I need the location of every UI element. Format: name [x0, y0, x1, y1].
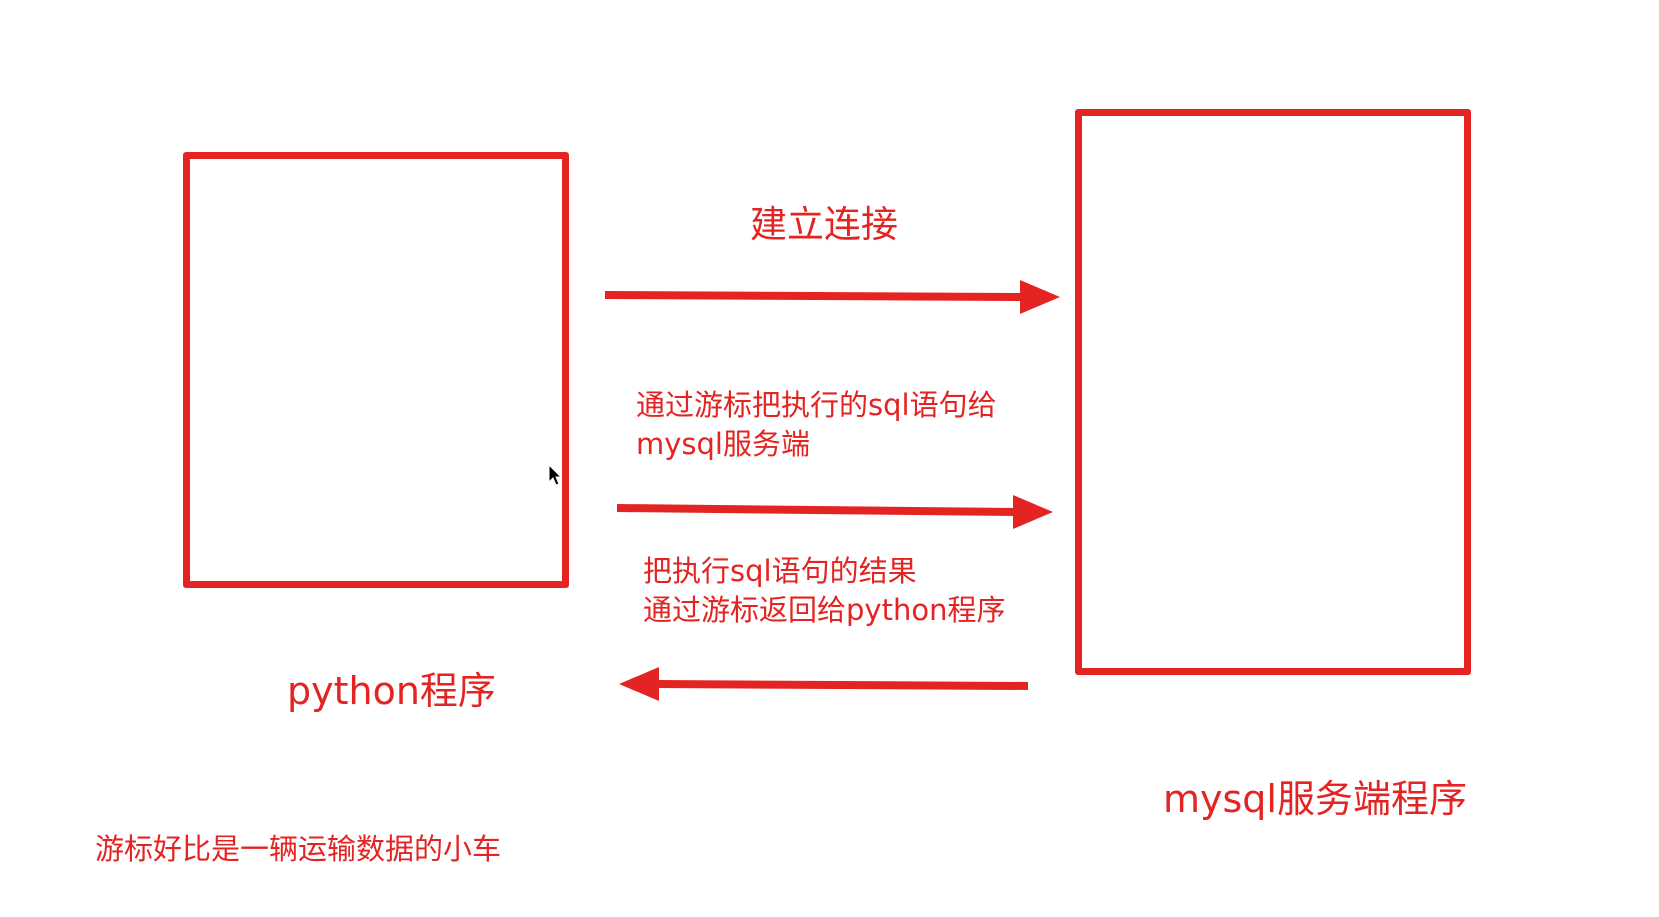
edge-label-connect: 建立连接	[750, 202, 898, 248]
cursor-analogy-note: 游标好比是一辆运输数据的小车	[95, 832, 502, 866]
edge-label-send-sql-line-1: 通过游标把执行的sql语句给	[636, 388, 997, 422]
mysql-server-box	[1075, 109, 1471, 675]
edge-label-return-result-line-1: 把执行sql语句的结果	[643, 554, 917, 588]
arrow-send-sql	[616, 495, 1053, 529]
edge-label-return-result-line-2: 通过游标返回给python程序	[643, 593, 1006, 627]
arrow-connect	[604, 280, 1060, 314]
python-program-label: python程序	[287, 669, 496, 713]
edge-label-send-sql-line-2: mysql服务端	[636, 427, 810, 461]
arrow-return-result	[619, 667, 1029, 701]
python-program-box	[183, 152, 569, 588]
edge-label-connect-line-1: 建立连接	[750, 203, 898, 246]
edge-label-return-result: 把执行sql语句的结果 通过游标返回给python程序	[643, 552, 1005, 630]
mysql-server-label: mysql服务端程序	[1163, 777, 1467, 821]
edge-label-send-sql: 通过游标把执行的sql语句给 mysql服务端	[636, 386, 997, 464]
mouse-pointer-icon	[548, 464, 562, 486]
